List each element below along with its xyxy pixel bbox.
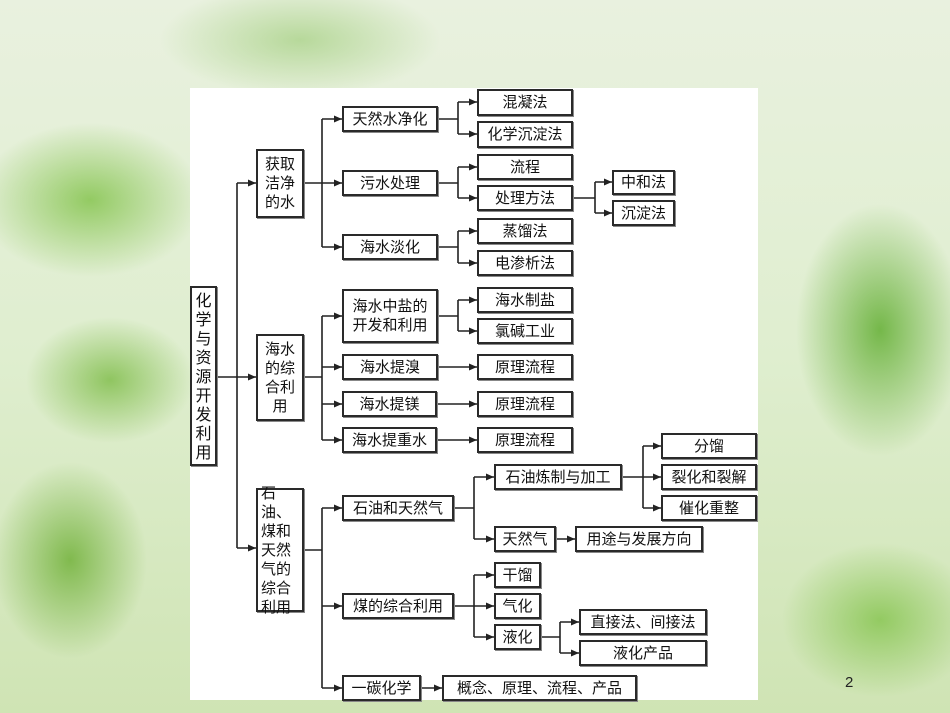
arrow-head [604, 209, 612, 217]
arrow-head [334, 504, 342, 512]
node-liquid-products: 液化产品 [579, 640, 707, 666]
node-chem-precip: 化学沉淀法 [477, 121, 573, 148]
arrow-head [334, 312, 342, 320]
node-sewage: 污水处理 [342, 170, 438, 196]
arrow-head [486, 602, 494, 610]
node-desal: 海水淡化 [342, 234, 438, 260]
arrow-head [334, 602, 342, 610]
arrow-head [653, 473, 661, 481]
arrow-head [486, 473, 494, 481]
node-make-salt: 海水制盐 [477, 287, 573, 313]
arrow-head [653, 504, 661, 512]
arrow-head [469, 227, 477, 235]
node-chlor-alkali: 氯碱工业 [477, 318, 573, 344]
node-fractionation: 分馏 [661, 433, 757, 459]
arrow-head [334, 179, 342, 187]
node-cracking: 裂化和裂解 [661, 464, 757, 490]
arrow-head [571, 649, 579, 657]
root-node: 化学与资源开发利用 [190, 286, 217, 466]
node-heavy-water-process: 原理流程 [477, 427, 573, 453]
arrow-head [567, 535, 575, 543]
arrow-head [334, 363, 342, 371]
arrow-head [469, 194, 477, 202]
node-method: 处理方法 [477, 185, 573, 211]
arrow-head [434, 684, 442, 692]
node-direct-indirect: 直接法、间接法 [579, 609, 707, 635]
arrow-head [604, 178, 612, 186]
arrow-head [334, 436, 342, 444]
arrow-head [248, 373, 256, 381]
node-gas-use: 用途与发展方向 [575, 526, 703, 552]
node-c1-detail: 概念、原理、流程、产品 [442, 675, 637, 701]
node-natural-gas: 天然气 [494, 526, 556, 552]
arrow-head [469, 98, 477, 106]
node-c1-chemistry: 一碳化学 [342, 675, 421, 701]
arrow-head [469, 163, 477, 171]
node-neutral: 中和法 [612, 170, 675, 195]
node-gasify: 气化 [494, 593, 541, 619]
node-salt: 海水中盐的 开发和利用 [342, 289, 438, 343]
arrow-head [571, 618, 579, 626]
arrow-head [469, 400, 477, 408]
page-number: 2 [845, 674, 854, 691]
node-reforming: 催化重整 [661, 495, 757, 521]
node-heavy-water: 海水提重水 [342, 427, 437, 453]
node-bromine: 海水提溴 [342, 354, 438, 380]
arrow-head [653, 442, 661, 450]
arrow-head [334, 243, 342, 251]
arrow-head [486, 571, 494, 579]
node-dry-distill: 干馏 [494, 562, 541, 588]
node-liquefy: 液化 [494, 624, 541, 650]
node-magnesium: 海水提镁 [342, 391, 437, 417]
arrow-head [334, 115, 342, 123]
arrow-head [469, 296, 477, 304]
node-refine: 石油炼制与加工 [494, 464, 622, 490]
arrow-head [469, 363, 477, 371]
arrow-head [469, 130, 477, 138]
arrow-head [469, 327, 477, 335]
node-precip: 沉淀法 [612, 200, 675, 226]
node-bromine-process: 原理流程 [477, 354, 573, 380]
arrow-head [486, 535, 494, 543]
node-coagulation: 混凝法 [477, 89, 573, 116]
node-seawater: 海水 的综 合利 用 [256, 334, 304, 421]
arrow-head [469, 436, 477, 444]
node-clean-water: 获取 洁净 的水 [256, 149, 304, 218]
arrow-head [334, 400, 342, 408]
node-magnesium-process: 原理流程 [477, 391, 573, 417]
arrow-head [469, 259, 477, 267]
arrow-head [248, 544, 256, 552]
arrow-head [248, 179, 256, 187]
node-distill: 蒸馏法 [477, 218, 573, 244]
node-natural-water: 天然水净化 [342, 106, 438, 132]
node-coal: 煤的综合利用 [342, 593, 454, 619]
node-fuel: 石油、 煤和 天然 气的 综合 利用 [256, 484, 304, 616]
node-flow: 流程 [477, 154, 573, 180]
node-electrodialysis: 电渗析法 [477, 250, 573, 276]
node-oil-gas: 石油和天然气 [342, 495, 454, 521]
arrow-head [486, 633, 494, 641]
arrow-head [334, 684, 342, 692]
